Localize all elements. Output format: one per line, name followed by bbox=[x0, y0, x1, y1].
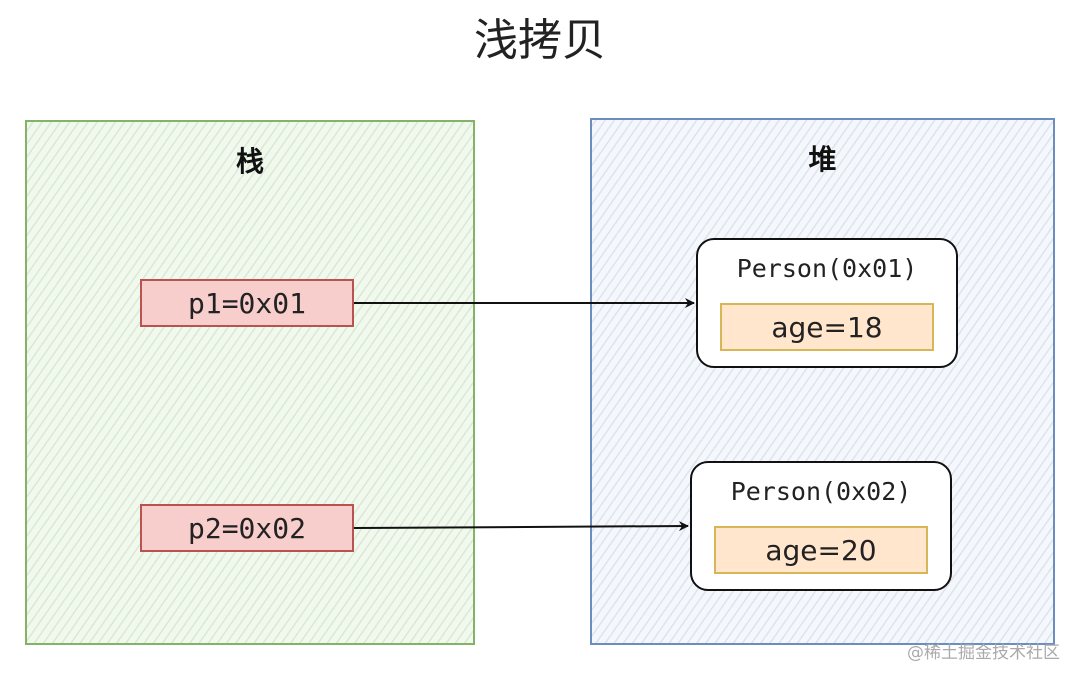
arrow-p2-to-object-2 bbox=[353, 521, 689, 532]
object-name: Person(0x02) bbox=[730, 477, 912, 506]
object-name: Person(0x01) bbox=[736, 254, 918, 283]
diagram-title: 浅拷贝 bbox=[474, 15, 606, 66]
watermark: @稀土掘金技术社区 bbox=[907, 643, 1060, 663]
heap-object-2: Person(0x02) age=20 bbox=[690, 461, 952, 591]
heap-label: 堆 bbox=[808, 143, 837, 176]
stack-label: 栈 bbox=[235, 145, 264, 178]
object-field: age=18 bbox=[720, 303, 934, 351]
object-field: age=20 bbox=[714, 526, 928, 574]
pointer-p1: p1=0x01 bbox=[140, 279, 354, 327]
pointer-p2: p2=0x02 bbox=[140, 504, 354, 552]
stack-region: 栈 bbox=[25, 120, 475, 645]
heap-object-1: Person(0x01) age=18 bbox=[696, 238, 958, 368]
